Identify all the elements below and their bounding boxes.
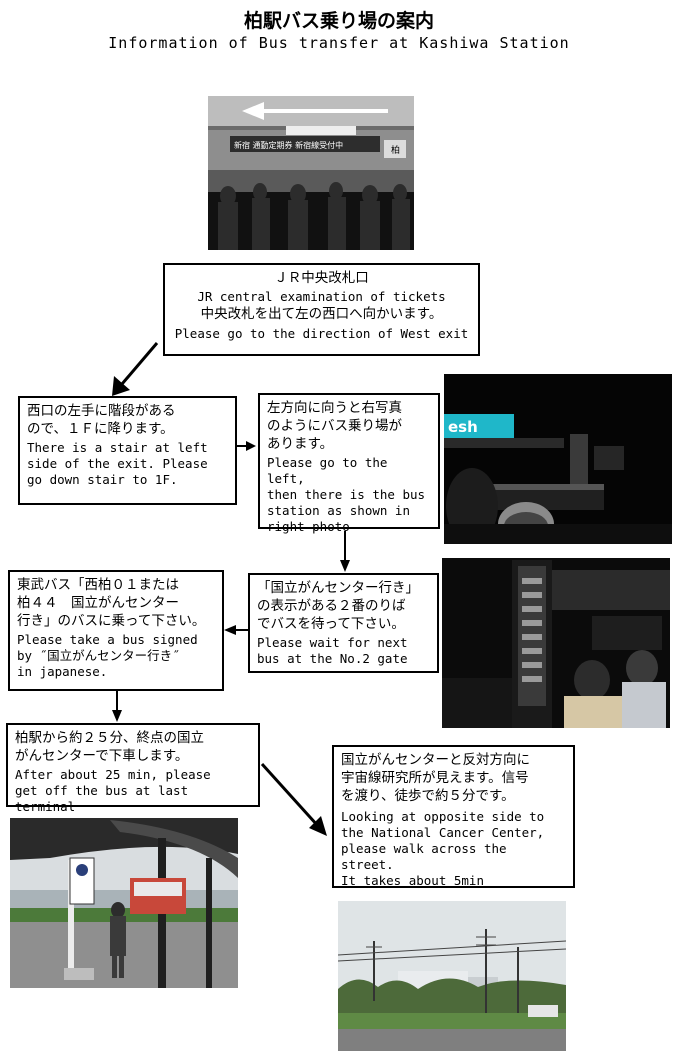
step7-en-3: please walk across the street. (341, 841, 507, 872)
gate-sign-text: 新宿 通勤定期券 新宿線受付中 (234, 140, 343, 150)
step6-en-2: get off the bus at last terminal (15, 783, 189, 814)
step-box-take-bus: 東武バス「西柏０１または 柏４４ 国立がんセンター 行き」のバスに乗って下さい。… (8, 570, 224, 691)
step-box-walk: 国立がんセンターと反対方向に 宇宙線研究所が見えます。信号 を渡り、徒歩で約５分… (332, 745, 575, 888)
photo-gate-sign (442, 558, 670, 728)
photo-jr-gate: 新宿 通勤定期券 新宿線受付中 柏 (208, 96, 414, 250)
step3-ja-1: 左方向に向うと右写真 (267, 400, 402, 416)
step3-ja-3: あります。 (267, 436, 334, 452)
arrow-stairs-to-left (237, 441, 256, 451)
photo-cancer-center (338, 901, 566, 1051)
step4-ja-2: の表示がある２番のりば (257, 598, 406, 614)
step2-ja-2: ので、１Ｆに降ります。 (27, 421, 174, 437)
step1-text-ja: 中央改札を出て左の西口へ向かいます。 (200, 306, 443, 322)
station-sign-text: esh (448, 418, 478, 436)
arrow-bus-to-getoff (112, 691, 122, 722)
step3-en-3: station as shown in (267, 503, 410, 518)
step6-ja-1: 柏駅から約２５分、終点の国立 (15, 730, 204, 746)
step7-en-1: Looking at opposite side to (341, 809, 545, 824)
step3-en-1: Please go to the left, (267, 455, 388, 486)
step3-en-4: right photo (267, 519, 350, 534)
step2-en-1: There is a stair at left (27, 440, 208, 455)
page-title: 柏駅バス乗り場の案内 (243, 10, 434, 32)
step6-en-1: After about 25 min, please (15, 767, 211, 782)
step7-ja-1: 国立がんセンターと反対方向に (341, 752, 530, 768)
step6-ja-2: がんセンターで下車します。 (15, 748, 189, 764)
step5-en-1: Please take a bus signed (17, 632, 198, 647)
arrow-left-to-gate2 (340, 531, 350, 572)
photo-bus-station: esh (444, 374, 672, 544)
step4-ja-1: 「国立がんセンター行き」 (257, 580, 419, 596)
step4-en-1: Please wait for next (257, 635, 408, 650)
step-box-gate-2: 「国立がんセンター行き」 の表示がある２番のりば でバスを待って下さい。 Ple… (248, 573, 439, 673)
step5-en-3: in japanese. (17, 664, 108, 679)
step-box-stairs: 西口の左手に階段がある ので、１Ｆに降ります。 There is a stair… (18, 396, 237, 505)
step5-ja-2: 柏４４ 国立がんセンター (17, 595, 179, 611)
step5-en-2: by ˝国立がんセンター行き˝ (17, 648, 180, 663)
step2-en-2: side of the exit. Please (27, 456, 208, 471)
step-box-go-left: 左方向に向うと右写真 のようにバス乗り場が あります。 Please go to… (258, 393, 440, 534)
step7-en-4: It takes about 5min (341, 873, 484, 888)
step4-ja-3: でバスを待って下さい。 (257, 616, 405, 632)
step4-en-2: bus at the No.2 gate (257, 651, 408, 666)
photo-bus-stop (10, 818, 238, 988)
step1-heading-ja: ＪＲ中央改札口 (274, 270, 369, 286)
step5-ja-1: 東武バス「西柏０１または (17, 577, 179, 593)
step3-ja-2: のようにバス乗り場が (267, 418, 402, 434)
arrow-gate2-to-bus (224, 625, 248, 635)
arrow-gate-to-stairs (112, 342, 159, 396)
step2-ja-1: 西口の左手に階段がある (27, 403, 176, 419)
gate-sign-small: 柏 (391, 144, 400, 156)
step1-heading-en: JR central examination of tickets (197, 289, 446, 304)
page-subtitle: Information of Bus transfer at Kashiwa S… (108, 34, 570, 52)
step7-ja-2: 宇宙線研究所が見えます。信号 (341, 770, 529, 786)
step3-en-2: then there is the bus (267, 487, 426, 502)
step1-text-en: Please go to the direction of West exit (174, 326, 469, 341)
step7-ja-3: を渡り、徒歩で約５分です。 (341, 788, 515, 804)
step5-ja-3: 行き」のバスに乗って下さい。 (17, 613, 206, 629)
step2-en-3: go down stair to 1F. (27, 472, 178, 487)
step7-en-2: the National Cancer Center, (341, 825, 545, 840)
step-box-get-off: 柏駅から約２５分、終点の国立 がんセンターで下車します。 After about… (6, 723, 260, 814)
arrow-getoff-to-walk (260, 762, 327, 836)
step-box-jr-gate: ＪＲ中央改札口 JR central examination of ticket… (163, 263, 480, 356)
